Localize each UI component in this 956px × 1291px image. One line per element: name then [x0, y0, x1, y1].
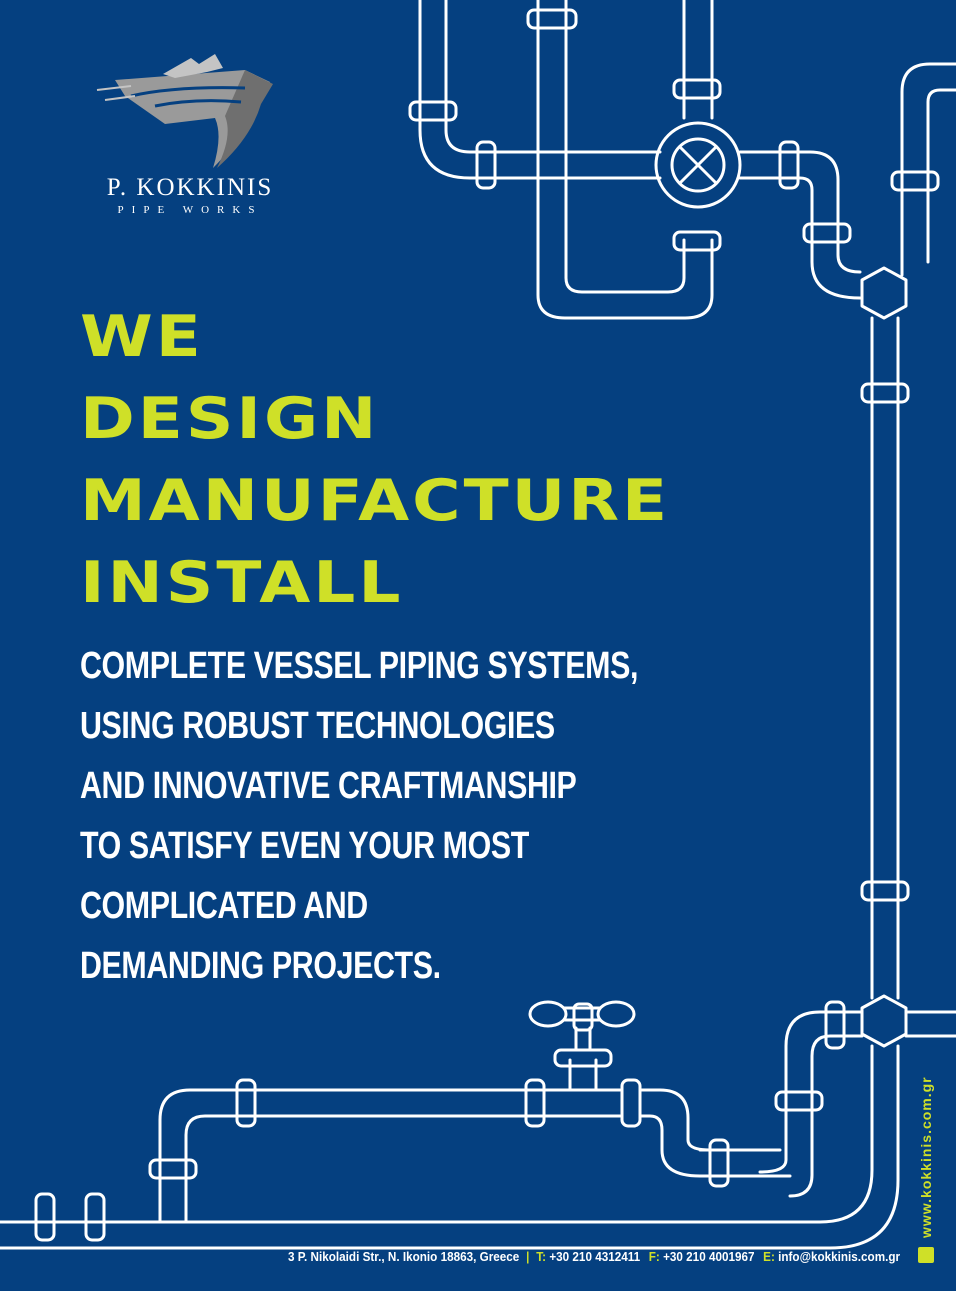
ship-bow-icon: [96, 54, 273, 168]
contact-footer: 3 P. Nikolaidi Str., N. Ikonio 18863, Gr…: [288, 1249, 900, 1264]
fax-number: +30 210 4001967: [663, 1249, 755, 1264]
body-line: AND INNOVATIVE CRAFTMANSHIP: [80, 765, 577, 807]
phone-label: T:: [536, 1249, 547, 1264]
email-label: E:: [763, 1249, 775, 1264]
company-name: P. KOKKINIS: [106, 174, 274, 201]
body-line: DEMANDING PROJECTS.: [80, 945, 441, 987]
website-link[interactable]: www.kokkinis.com.gr: [918, 1076, 934, 1238]
body-copy: COMPLETE VESSEL PIPING SYSTEMS, USING RO…: [80, 636, 778, 996]
headline-line-we: WE: [80, 303, 204, 370]
company-logo: P. KOKKINIS PIPE WORKS: [80, 40, 300, 216]
headline: WE DESIGN MANUFACTURE INSTALL: [80, 302, 670, 630]
phone-number: +30 210 4312411: [549, 1249, 641, 1264]
headline-line-manufacture: MANUFACTURE: [80, 467, 671, 534]
headline-line-install: INSTALL: [80, 549, 404, 616]
accent-square: [918, 1247, 934, 1263]
email-link[interactable]: info@kokkinis.com.gr: [778, 1249, 900, 1264]
fax-label: F:: [648, 1249, 660, 1264]
body-line: USING ROBUST TECHNOLOGIES: [80, 705, 555, 747]
body-line: COMPLETE VESSEL PIPING SYSTEMS,: [80, 645, 639, 687]
company-subtitle: PIPE WORKS: [117, 204, 263, 216]
body-line: COMPLICATED AND: [80, 885, 368, 927]
headline-line-design: DESIGN: [80, 385, 380, 452]
separator: |: [526, 1249, 530, 1264]
body-line: TO SATISFY EVEN YOUR MOST: [80, 825, 529, 867]
address: 3 P. Nikolaidi Str., N. Ikonio 18863, Gr…: [287, 1249, 520, 1264]
